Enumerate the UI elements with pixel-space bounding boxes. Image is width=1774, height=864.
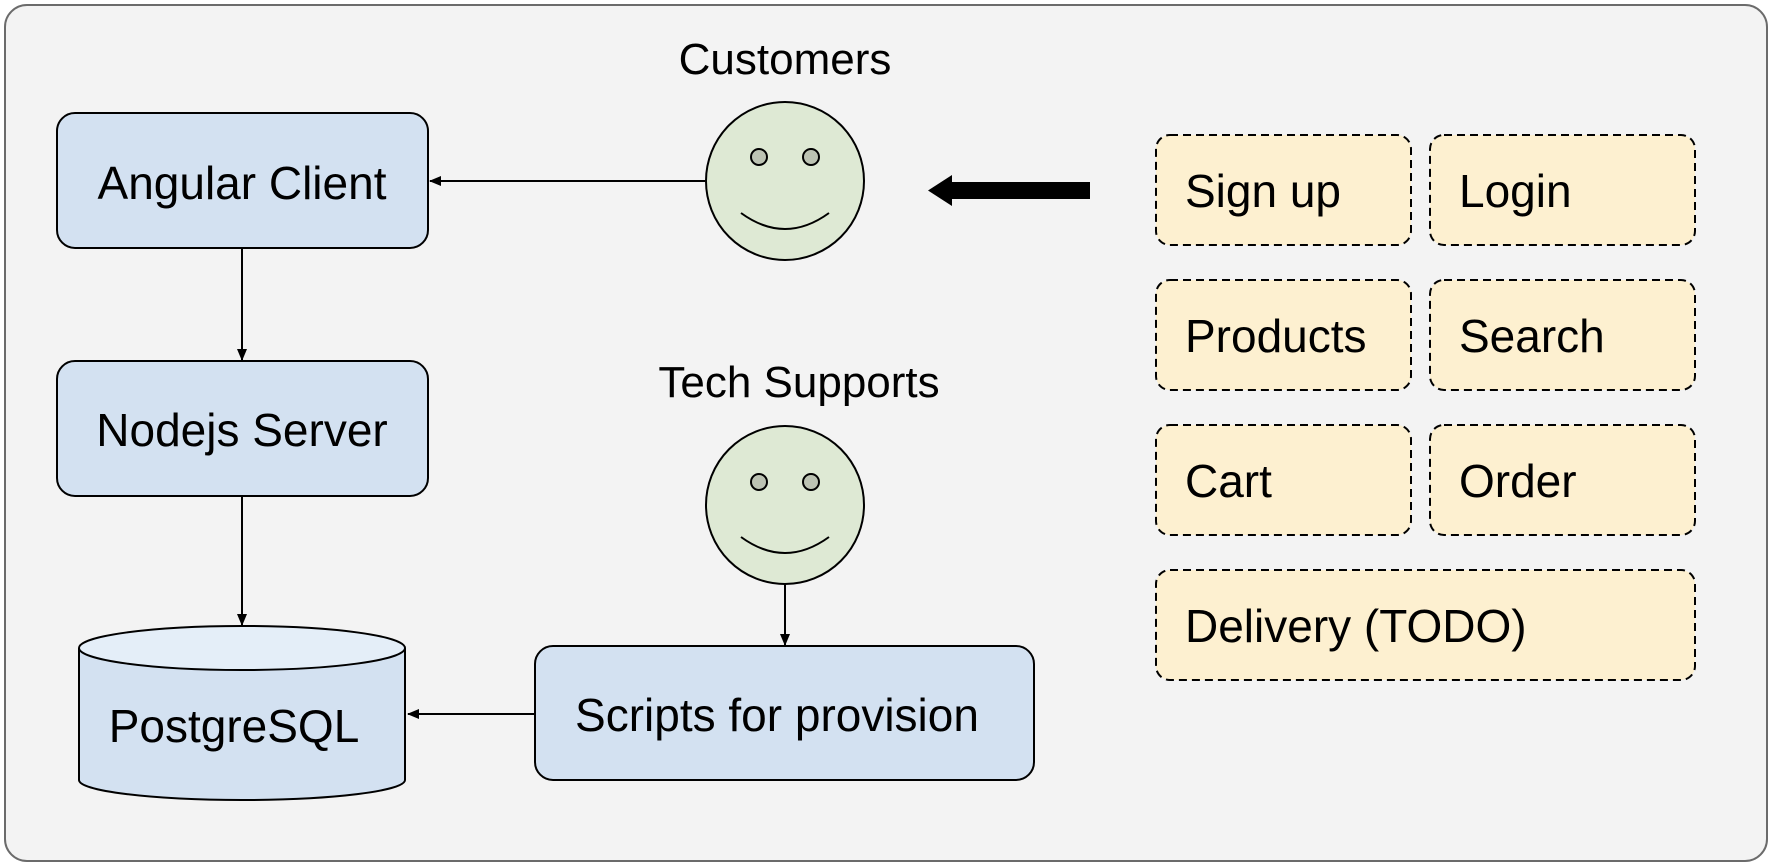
feature-search-label: Search xyxy=(1459,310,1605,362)
smiley-face-icon xyxy=(705,425,865,585)
feature-login-label: Login xyxy=(1459,165,1572,217)
actor-customers: Customers xyxy=(679,35,892,261)
component-scripts-for-provision: Scripts for provision xyxy=(534,645,1035,781)
tech-supports-label: Tech Supports xyxy=(658,358,939,407)
feature-products: Products xyxy=(1155,279,1412,391)
feature-sign-up-label: Sign up xyxy=(1185,165,1341,217)
feature-order: Order xyxy=(1429,424,1696,536)
nodejs-server-label: Nodejs Server xyxy=(96,404,387,456)
feature-sign-up: Sign up xyxy=(1155,134,1412,246)
feature-products-label: Products xyxy=(1185,310,1367,362)
postgresql-label: PostgreSQL xyxy=(109,700,360,752)
angular-client-label: Angular Client xyxy=(98,157,387,209)
feature-cart: Cart xyxy=(1155,424,1412,536)
actor-tech-supports: Tech Supports xyxy=(658,358,940,585)
feature-delivery: Delivery (TODO) xyxy=(1155,569,1696,681)
feature-list: Sign up Login Products Search Cart Order… xyxy=(1155,134,1696,681)
scripts-for-provision-label: Scripts for provision xyxy=(575,689,979,741)
customers-label: Customers xyxy=(679,35,892,84)
feature-order-label: Order xyxy=(1459,455,1577,507)
component-angular-client: Angular Client xyxy=(56,112,429,249)
component-nodejs-server: Nodejs Server xyxy=(56,360,429,497)
features-to-customers-arrow xyxy=(928,175,1090,206)
component-postgresql: PostgreSQL xyxy=(78,625,406,801)
feature-delivery-label: Delivery (TODO) xyxy=(1185,600,1527,652)
edges xyxy=(237,176,790,719)
feature-login: Login xyxy=(1429,134,1696,246)
smiley-face-icon xyxy=(705,101,865,261)
feature-cart-label: Cart xyxy=(1185,455,1272,507)
feature-search: Search xyxy=(1429,279,1696,391)
